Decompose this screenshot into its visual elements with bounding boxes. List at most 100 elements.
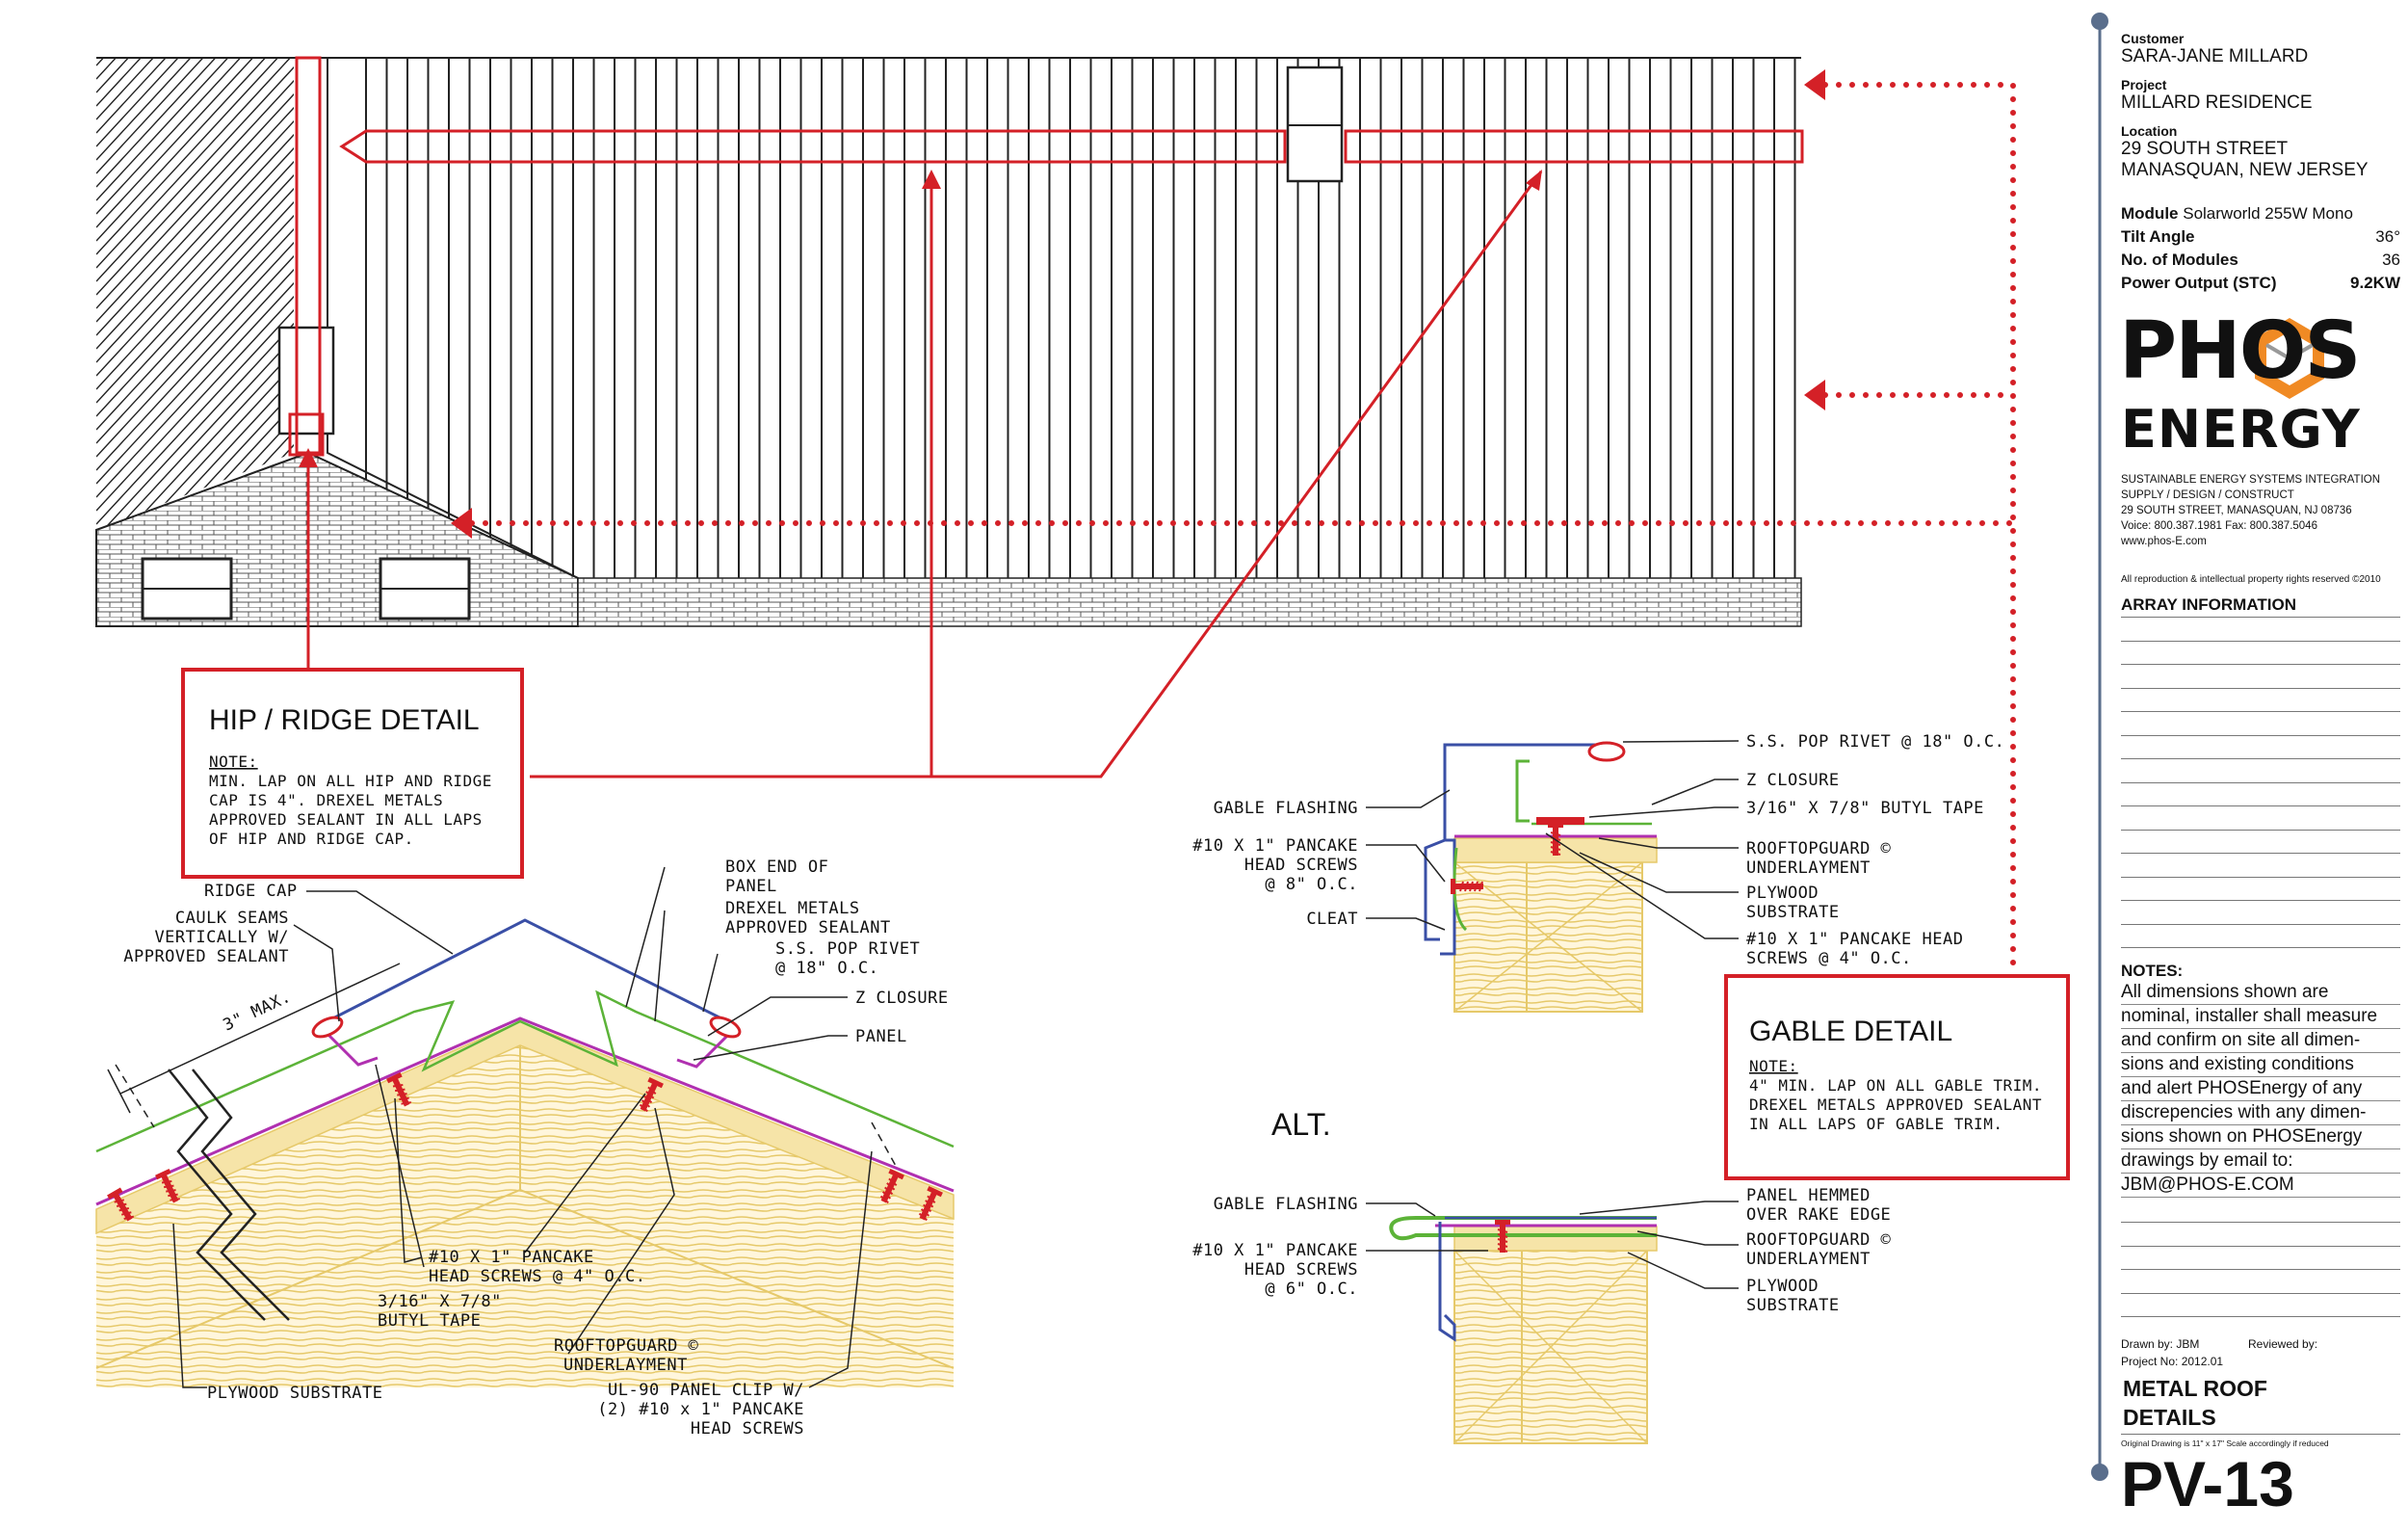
hip-ridge-detail-box: HIP / RIDGE DETAIL NOTE: MIN. LAP ON ALL…: [181, 668, 524, 879]
hip-roof-line: [96, 273, 294, 525]
title-block-rule: [2121, 805, 2400, 806]
alt-label-rooftopguard: ROOFTOPGUARD ©: [1746, 1230, 1892, 1250]
gable-label-plywood: PLYWOOD: [1746, 884, 1819, 903]
location-label: Location: [2121, 123, 2178, 139]
label-pop-rivet: S.S. POP RIVET: [775, 939, 920, 959]
notes-line: and confirm on site all dimen-: [2121, 1029, 2400, 1053]
location-line: 29 SOUTH STREET: [2121, 139, 2289, 159]
label-box-end: BOX END OF: [725, 858, 828, 877]
gable-note-line: 4" MIN. LAP ON ALL GABLE TRIM.: [1749, 1076, 2042, 1095]
hip-ridge-title: HIP / RIDGE DETAIL: [209, 704, 480, 736]
project-label: Project: [2121, 77, 2167, 92]
label-caulk-seams: VERTICALLY W/: [154, 928, 289, 947]
title-block-rule: [2121, 1316, 2400, 1317]
label-z-closure: Z CLOSURE: [855, 989, 949, 1008]
underlayment-line: [95, 1016, 955, 1206]
label-drexel-sealant: APPROVED SEALANT: [725, 918, 891, 937]
alt-label: ALT.: [1271, 1107, 1331, 1142]
tilt-value: 36°: [2375, 227, 2400, 246]
hip-roof-line: [96, 58, 294, 120]
hip-roof-slope: [96, 0, 327, 530]
module-label: Module: [2121, 204, 2179, 223]
notes-line: JBM@PHOS-E.COM: [2121, 1174, 2400, 1198]
standing-seam-panels: [365, 58, 1796, 583]
hip-ridge-note-line: CAP IS 4". DREXEL METALS: [209, 791, 443, 809]
notes-line: and alert PHOSEnergy of any: [2121, 1077, 2400, 1101]
gable-note-heading: NOTE:: [1749, 1057, 1798, 1075]
title-block-rule: [2121, 876, 2400, 878]
pancake-screw: [1548, 823, 1563, 856]
hip-roof-line: [96, 111, 294, 363]
label-panel: PANEL: [855, 1027, 907, 1046]
location-line: MANASQUAN, NEW JERSEY: [2121, 160, 2369, 180]
hip-roof-line: [96, 58, 294, 174]
hip-roof-line: [96, 259, 294, 512]
title-block-rule: [2121, 1269, 2400, 1270]
hip-roof-line: [96, 84, 294, 336]
gable-dotted-leader: [469, 82, 2016, 976]
title-block-rule: [2121, 853, 2400, 854]
alt-label-hemmed: PANEL HEMMED: [1746, 1186, 1871, 1205]
sheet-title: DETAILS: [2123, 1405, 2216, 1430]
hip-roof-line: [96, 58, 294, 269]
hip-roof-line: [96, 0, 327, 25]
window-right: [379, 557, 471, 620]
gable-label-z-closure: Z CLOSURE: [1746, 771, 1840, 790]
gable-arrow-mid: [1804, 380, 1825, 410]
wood-substrate: [96, 1021, 954, 1387]
gable-section-detail: S.S. POP RIVET @ 18" O.C. Z CLOSURE 3/16…: [1192, 732, 2004, 1013]
hip-roof-line: [96, 151, 294, 404]
title-block-rule: [2121, 640, 2400, 642]
tilt-label: Tilt Angle: [2121, 227, 2195, 246]
hip-roof-line: [96, 138, 294, 390]
brick-wall-band: [577, 577, 1802, 627]
label-rooftopguard: UNDERLAYMENT: [563, 1356, 688, 1375]
pancake-screw: [639, 1076, 664, 1113]
modules-value: 36: [2382, 251, 2400, 269]
hip-roof-line: [96, 58, 294, 134]
hip-roof-line: [96, 192, 294, 444]
roof-elevation: [95, 0, 2016, 976]
gable-label-screws4: #10 X 1" PANCAKE HEAD: [1746, 930, 1963, 949]
title-block-rule: [2121, 947, 2400, 948]
customer-label: Customer: [2121, 31, 2185, 46]
title-block-rule: [2121, 687, 2400, 689]
title-block-rule: [2121, 734, 2400, 736]
hip-ridge-note-heading: NOTE:: [209, 752, 258, 771]
hip-roof-line: [96, 70, 294, 323]
modules-label: No. of Modules: [2121, 251, 2238, 269]
title-block-rule: [2121, 1222, 2400, 1223]
title-block-rule: [2121, 900, 2400, 901]
gable-note-line: DREXEL METALS APPROVED SEALANT: [1749, 1095, 2042, 1114]
title-block-rule: [2121, 1292, 2400, 1294]
company-line: SUPPLY / DESIGN / CONSTRUCT: [2121, 489, 2294, 501]
notes-heading: NOTES:: [2121, 962, 2184, 980]
hip-roof-line: [96, 58, 294, 107]
hip-roof-line: [96, 0, 327, 52]
gable-label-butyl: 3/16" X 7/8" BUTYL TAPE: [1746, 799, 1984, 818]
window-left: [141, 557, 233, 620]
label-caulk-seams: CAULK SEAMS: [175, 909, 289, 928]
hip-roof-line: [96, 246, 294, 498]
power-value: 9.2KW: [2350, 274, 2400, 292]
ridge-section-detail: 3" MAX. RIDGE CAP CAULK SEAMS VERTICALLY…: [95, 858, 955, 1439]
hip-roof-line: [96, 232, 294, 485]
alt-label-screws: #10 X 1" PANCAKE: [1192, 1241, 1358, 1260]
label-pop-rivet: @ 18" O.C.: [775, 959, 878, 978]
hip-roof-line: [96, 165, 294, 417]
pancake-screw: [1495, 1220, 1510, 1253]
alt-label-rooftopguard: UNDERLAYMENT: [1746, 1250, 1871, 1269]
gable-label-pop-rivet: S.S. POP RIVET @ 18" O.C.: [1746, 732, 2004, 752]
notes-line: drawings by email to:: [2121, 1149, 2400, 1174]
title-block-rule: [2121, 829, 2400, 831]
gable-label-cleat: CLEAT: [1306, 910, 1358, 929]
spec-modules: No. of Modules 36: [2121, 251, 2400, 270]
pancake-screw: [386, 1071, 411, 1107]
spec-power: Power Output (STC)9.2KW: [2121, 274, 2400, 293]
hip-roof-line: [96, 58, 294, 161]
notes-line: sions shown on PHOSEnergy: [2121, 1125, 2400, 1149]
hip-roof-line: [96, 58, 294, 228]
pancake-screw: [155, 1168, 180, 1203]
gable-detail-box: GABLE DETAIL NOTE: 4" MIN. LAP ON ALL GA…: [1724, 974, 2070, 1180]
hip-roof-line: [96, 58, 294, 296]
